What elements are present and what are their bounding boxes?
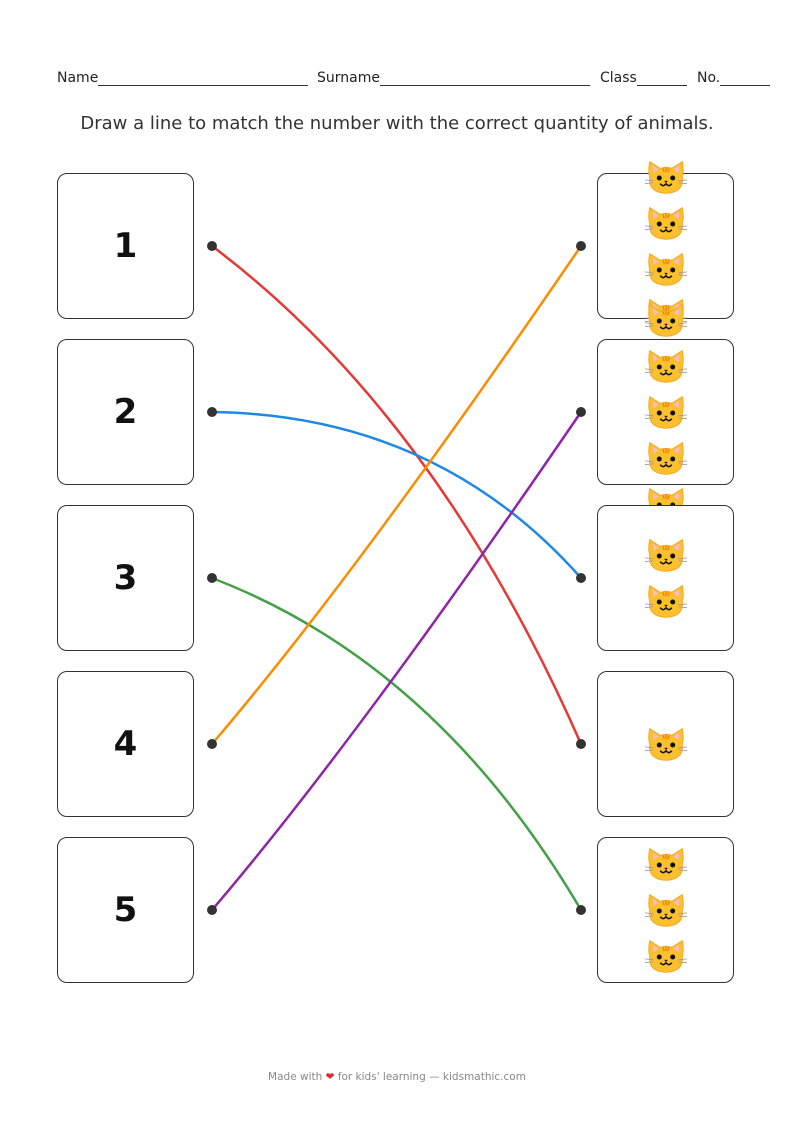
number-label: 1 [113,226,138,266]
match-line[interactable] [211,245,583,745]
cat-face-icon [643,297,689,343]
cat-face-icon [643,841,689,887]
animal-box [597,837,734,983]
cat-face-icon [643,578,689,624]
animal-box [597,173,734,319]
class-label: Class [600,70,637,86]
connection-dot[interactable] [207,241,217,251]
surname-field[interactable]: Surname [317,70,590,86]
number-label: 2 [113,392,138,432]
connection-dot[interactable] [207,905,217,915]
animal-box [597,671,734,817]
connection-dot[interactable] [576,241,586,251]
connection-dot[interactable] [207,739,217,749]
connection-dot[interactable] [207,407,217,417]
cat-face-icon [643,721,689,767]
cat-face-icon [643,435,689,481]
cat-face-icon [643,532,689,578]
number-label: 3 [113,558,138,598]
number-box: 4 [57,671,194,817]
name-blank[interactable] [98,72,309,86]
cat-face-icon [643,887,689,933]
surname-label: Surname [317,70,380,86]
match-line[interactable] [211,245,583,745]
class-field[interactable]: Class [600,70,687,86]
connection-dot[interactable] [207,573,217,583]
connection-dot[interactable] [576,407,586,417]
footer-text-after: for kids' learning — kidsmathic.com [337,1071,526,1083]
footer: Made with ❤ for kids' learning — kidsmat… [0,1071,794,1083]
cat-face-icon [643,154,689,200]
cat-face-icon [643,933,689,979]
number-box: 2 [57,339,194,485]
cat-face-icon [643,343,689,389]
number-box: 5 [57,837,194,983]
number-label: 5 [113,890,138,930]
cat-face-icon [643,389,689,435]
name-label: Name [57,70,99,86]
surname-blank[interactable] [379,72,590,86]
connection-dot[interactable] [576,573,586,583]
number-label: 4 [113,724,138,764]
connection-dot[interactable] [576,905,586,915]
footer-text-before: Made with [268,1071,323,1083]
heart-icon: ❤ [325,1071,335,1083]
animal-box [597,505,734,651]
cat-face-icon [643,200,689,246]
cat-face-icon [643,246,689,292]
no-blank[interactable] [720,72,771,86]
class-blank[interactable] [636,72,687,86]
instruction-text: Draw a line to match the number with the… [80,113,714,134]
animal-box [597,339,734,485]
match-line[interactable] [211,576,583,911]
match-line[interactable] [211,411,583,911]
match-line[interactable] [211,410,582,579]
no-label: No. [697,70,721,86]
number-box: 1 [57,173,194,319]
connection-dot[interactable] [576,739,586,749]
name-field[interactable]: Name [57,70,309,86]
number-field[interactable]: No. [697,70,771,86]
number-box: 3 [57,505,194,651]
